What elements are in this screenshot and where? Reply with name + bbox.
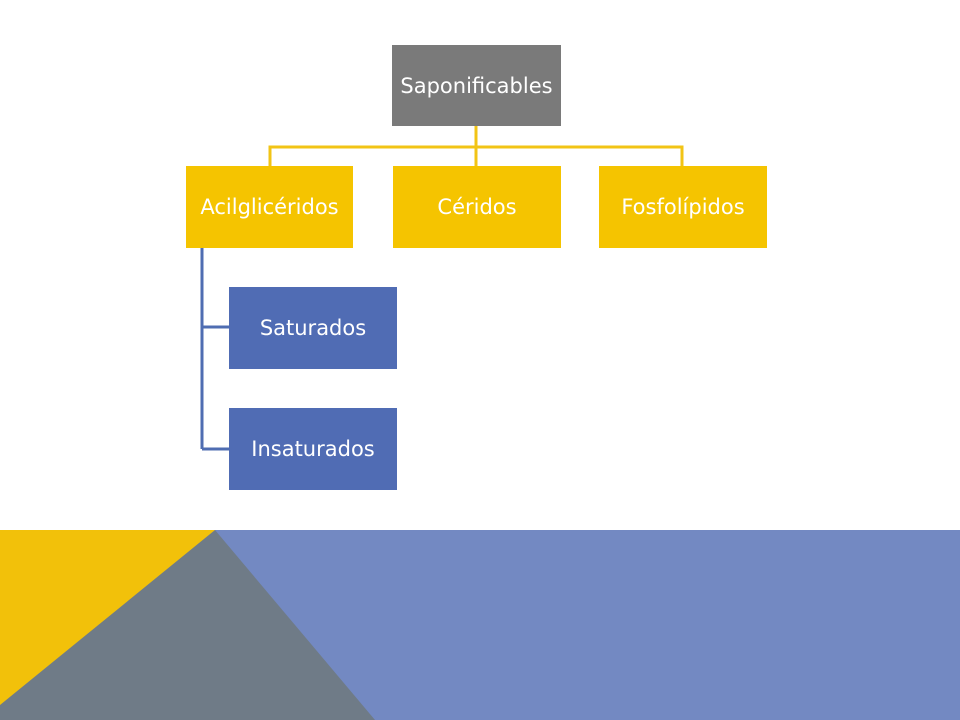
root-to-level1-connectors — [268, 126, 684, 166]
node-ceridos: Céridos — [393, 166, 561, 248]
acilgliceridos-to-children-connectors — [200, 248, 229, 451]
node-label: Saturados — [259, 316, 367, 340]
node-label: Fosfolípidos — [621, 195, 745, 219]
node-label: Saponificables — [400, 73, 553, 98]
node-fosfolipidos: Fosfolípidos — [599, 166, 767, 248]
node-saturados: Saturados — [229, 287, 397, 369]
bottom-triangle-yellow — [0, 530, 215, 705]
node-insaturados: Insaturados — [229, 408, 397, 490]
connector-level1-bus — [268, 145, 684, 166]
node-label: Céridos — [437, 195, 517, 219]
node-saponificables: Saponificables — [392, 45, 561, 126]
node-label: Acilglicéridos — [200, 195, 339, 219]
node-label: Insaturados — [251, 437, 375, 461]
node-acilgliceridos: Acilglicéridos — [186, 166, 353, 248]
